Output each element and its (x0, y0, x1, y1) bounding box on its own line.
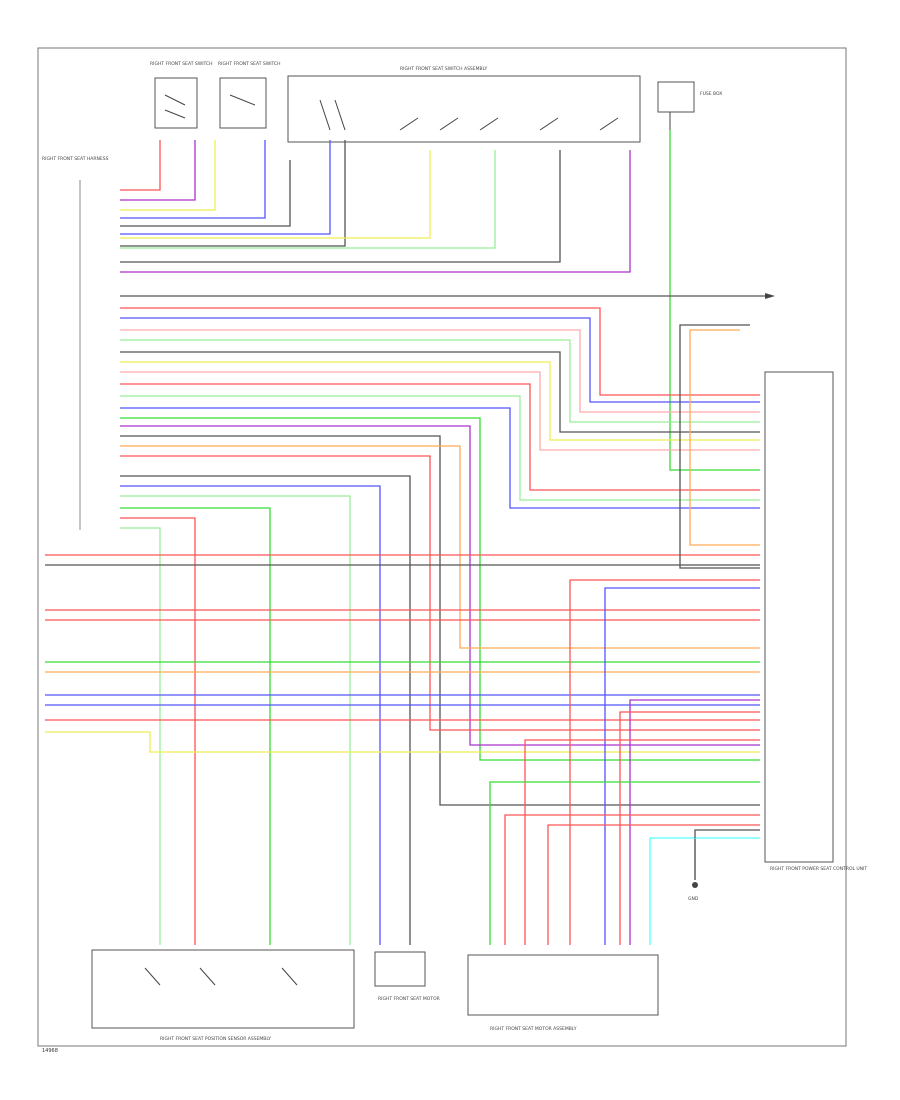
top-right-fuse: FUSE BOX (657, 81, 722, 130)
svg-text:RIGHT FRONT SEAT HARNESS: RIGHT FRONT SEAT HARNESS (42, 156, 109, 162)
svg-text:RIGHT FRONT POWER SEAT CONTROL: RIGHT FRONT POWER SEAT CONTROL UNIT (770, 866, 867, 872)
ground-symbol: GND (688, 838, 699, 902)
wires-bottom-right (489, 324, 760, 945)
footer-tag: 14968 (42, 1048, 58, 1054)
top-left-switch-a: RIGHT FRONT SEAT SWITCH (150, 61, 213, 129)
right-module: RIGHT FRONT POWER SEAT CONTROL UNIT (764, 371, 867, 872)
top-right-arrow (765, 293, 775, 299)
svg-text:RIGHT FRONT SEAT POSITION SENS: RIGHT FRONT SEAT POSITION SENSOR ASSEMBL… (160, 1036, 271, 1042)
svg-text:RIGHT FRONT SEAT MOTOR: RIGHT FRONT SEAT MOTOR (378, 996, 440, 1002)
wires-horizontal (45, 554, 760, 753)
svg-text:RIGHT FRONT SEAT SWITCH: RIGHT FRONT SEAT SWITCH (218, 61, 281, 67)
svg-text:RIGHT FRONT SEAT SWITCH ASSEMB: RIGHT FRONT SEAT SWITCH ASSEMBLY (400, 66, 488, 72)
svg-text:GND: GND (688, 896, 699, 902)
top-switch-assembly: RIGHT FRONT SEAT SWITCH ASSEMBLY (287, 66, 641, 143)
svg-text:RIGHT FRONT SEAT SWITCH: RIGHT FRONT SEAT SWITCH (150, 61, 213, 67)
bottom-mid-motor: RIGHT FRONT SEAT MOTOR (374, 951, 440, 1002)
bottom-left-sensor: RIGHT FRONT SEAT POSITION SENSOR ASSEMBL… (91, 949, 355, 1042)
left-connector: RIGHT FRONT SEAT HARNESS (42, 156, 109, 530)
wires-top (120, 130, 765, 945)
svg-text:RIGHT FRONT SEAT MOTOR ASSEMBL: RIGHT FRONT SEAT MOTOR ASSEMBLY (490, 1026, 577, 1032)
svg-text:FUSE BOX: FUSE BOX (700, 91, 722, 97)
top-left-switch-b: RIGHT FRONT SEAT SWITCH (218, 61, 281, 129)
outer-frame (37, 47, 847, 1047)
bottom-right-motor: RIGHT FRONT SEAT MOTOR ASSEMBLY (467, 954, 659, 1032)
